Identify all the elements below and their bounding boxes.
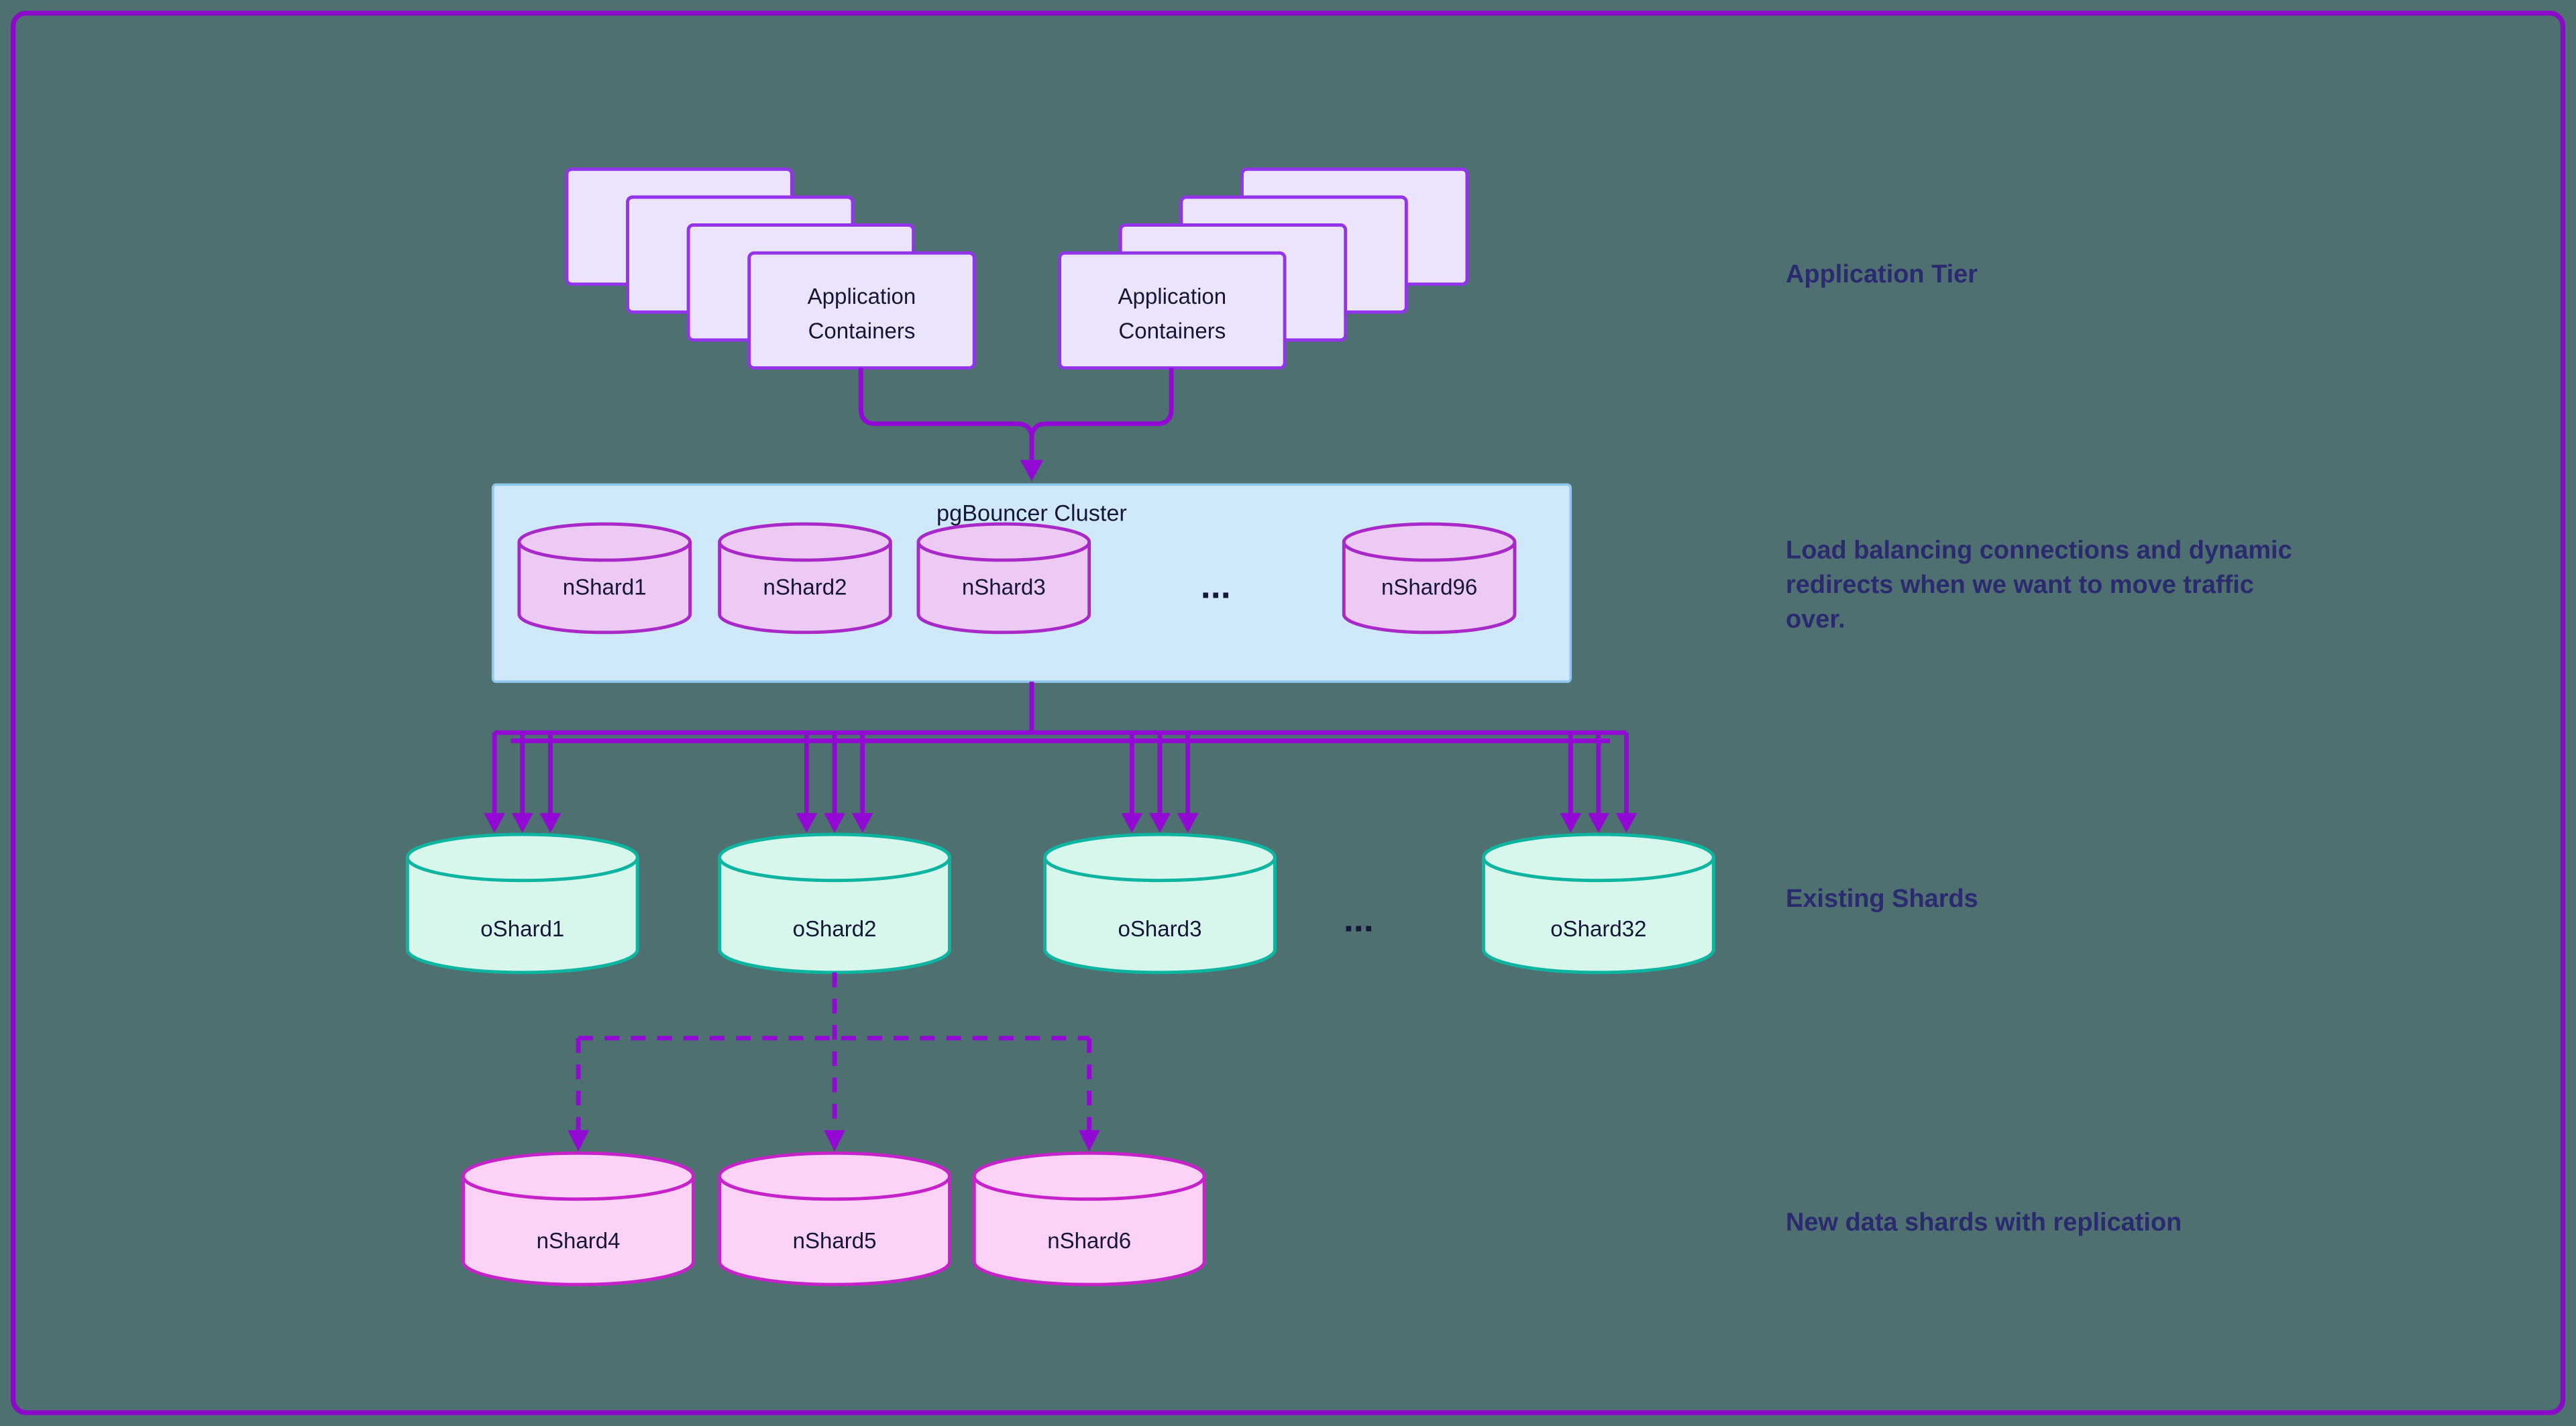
cylinder-body	[1043, 857, 1277, 975]
arrowhead-nshard5	[824, 1130, 846, 1152]
nshard2-label: nShard2	[763, 575, 847, 600]
cylinder-top	[972, 1151, 1206, 1201]
cylinder-top	[916, 522, 1091, 562]
oshard2-cylinder: oShard2	[718, 832, 951, 975]
nshard3-label: nShard3	[962, 575, 1046, 600]
arrowhead-oshard32	[1587, 813, 1609, 833]
annotation-load-balancing: Load balancing connections and dynamic r…	[1786, 537, 2292, 634]
nshard1-label: nShard1	[563, 575, 647, 600]
oshard3-cylinder: oShard3	[1043, 832, 1277, 975]
cylinder-top	[718, 522, 892, 562]
cylinder-body	[405, 857, 639, 975]
cylinder-body	[462, 1176, 695, 1286]
arrowhead-oshard1	[539, 813, 561, 833]
arrowhead-oshard32	[1560, 813, 1582, 833]
arrowhead-oshard32	[1615, 813, 1638, 833]
app-container-left-label-line2: Containers	[808, 319, 916, 343]
arrowhead-nshard6	[1078, 1130, 1100, 1152]
cylinder-body	[972, 1176, 1206, 1286]
arrows-replication-dashed	[568, 972, 1100, 1152]
annotation-existing-shards: Existing Shards	[1786, 885, 1978, 913]
cylinder-body	[517, 542, 692, 635]
app-container-stack-left: Application Containers	[565, 167, 976, 370]
arrow-app-left-to-pgbouncer	[858, 368, 1034, 460]
nshard3-cylinder: nShard3	[916, 522, 1091, 635]
cylinder-top	[517, 522, 692, 562]
nshard1-cylinder: nShard1	[517, 522, 692, 635]
cylinder-top	[718, 832, 951, 883]
cylinder-top	[1481, 832, 1715, 883]
app-container-stack-right: Application Containers	[1058, 167, 1469, 370]
oshard1-cylinder: oShard1	[405, 832, 639, 975]
app-container-right-label-line2: Containers	[1118, 319, 1226, 343]
arrowhead-oshard3	[1121, 813, 1143, 833]
cylinder-body	[718, 542, 892, 635]
arrow-app-right-to-pgbouncer	[1029, 368, 1174, 460]
app-container-left-label-line1: Application	[808, 284, 916, 309]
cylinder-body	[916, 542, 1091, 635]
app-container-front-box	[1058, 251, 1287, 370]
cylinder-body	[718, 1176, 951, 1286]
arrowhead-oshard2	[796, 813, 818, 833]
arrowhead-oshard1	[484, 813, 506, 833]
oshard32-cylinder: oShard32	[1481, 832, 1715, 975]
nshard4-cylinder: nShard4	[462, 1151, 695, 1286]
nshard6-cylinder: nShard6	[972, 1151, 1206, 1286]
annotation-load-balancing-line2: redirects when we want to move traffic	[1786, 571, 2254, 599]
oshard2-label: oShard2	[793, 917, 877, 942]
nshard96-label: nShard96	[1381, 575, 1477, 600]
arrowhead-oshard3	[1149, 813, 1171, 833]
existing-shards-row: oShard1 oShard2 oShard3 ... oShard32	[405, 832, 1715, 975]
pgbouncer-ellipsis: ...	[1201, 565, 1231, 606]
nshard5-cylinder: nShard5	[718, 1151, 951, 1286]
cylinder-top	[1342, 522, 1517, 562]
annotation-load-balancing-line3: over.	[1786, 606, 1845, 634]
arrowhead-oshard2	[851, 813, 873, 833]
pgbouncer-cluster: pgBouncer Cluster nShard1 nShard2 nShard…	[491, 483, 1572, 683]
nshard96-cylinder: nShard96	[1342, 522, 1517, 635]
oshard3-label: oShard3	[1118, 917, 1202, 942]
arrowhead-into-pgbouncer	[1020, 459, 1044, 482]
arrowhead-oshard2	[824, 813, 846, 833]
annotation-load-balancing-line1: Load balancing connections and dynamic	[1786, 537, 2292, 565]
oshard32-label: oShard32	[1550, 917, 1646, 942]
arrows-pgbouncer-to-existing-shards	[484, 681, 1638, 833]
cylinder-top	[1043, 832, 1277, 883]
arrows-app-to-pgbouncer	[858, 368, 1174, 482]
oshard1-label: oShard1	[480, 917, 564, 942]
cylinder-top	[405, 832, 639, 883]
cylinder-body	[1481, 857, 1715, 975]
new-shards-row: nShard4 nShard5 nShard6	[462, 1151, 1206, 1286]
app-container-right-label-line1: Application	[1118, 284, 1227, 309]
pgbouncer-cluster-title: pgBouncer Cluster	[936, 500, 1127, 526]
cylinder-top	[718, 1151, 951, 1201]
nshard5-label: nShard5	[793, 1229, 877, 1254]
app-container-front-box	[747, 251, 976, 370]
annotations-column: Application Tier Load balancing connecti…	[1786, 260, 2292, 1236]
diagram-border	[10, 10, 2566, 1415]
arrowhead-oshard1	[511, 813, 533, 833]
arrowhead-nshard4	[568, 1130, 589, 1152]
existing-shards-ellipsis: ...	[1344, 899, 1374, 940]
annotation-new-shards: New data shards with replication	[1786, 1208, 2182, 1236]
nshard6-label: nShard6	[1047, 1229, 1131, 1254]
cylinder-top	[462, 1151, 695, 1201]
cylinder-body	[1342, 542, 1517, 635]
nshard2-cylinder: nShard2	[718, 522, 892, 635]
arrowhead-oshard3	[1177, 813, 1199, 833]
annotation-application-tier: Application Tier	[1786, 260, 1978, 288]
nshard4-label: nShard4	[537, 1229, 621, 1254]
